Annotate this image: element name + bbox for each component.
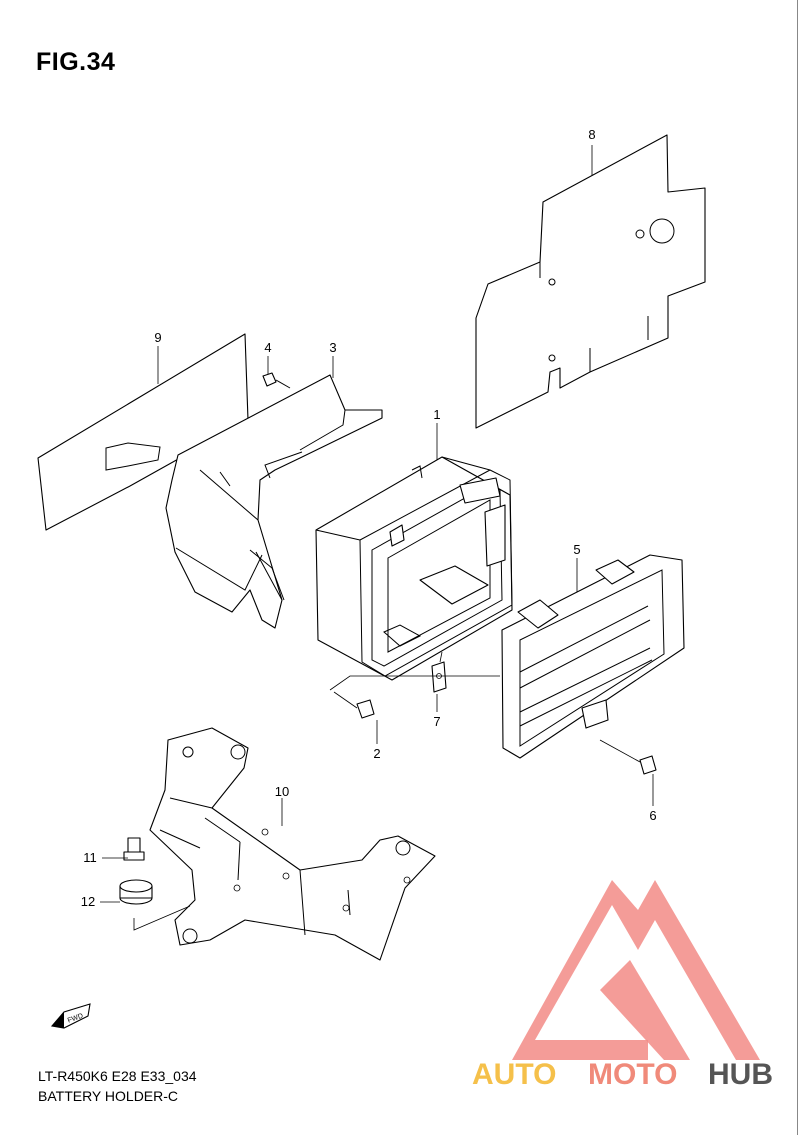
callout-11: 11 bbox=[83, 850, 97, 865]
callout-10: 10 bbox=[275, 784, 289, 799]
callout-3: 3 bbox=[329, 340, 336, 355]
part-11-bolt bbox=[123, 837, 145, 861]
part-12-cushion bbox=[119, 879, 153, 905]
figure-code: LT-R450K6 E28 E33_034 bbox=[38, 1068, 197, 1084]
callout-1: 1 bbox=[433, 407, 440, 422]
callout-labels: 8 9 4 3 1 5 7 2 6 10 11 12 bbox=[81, 127, 657, 909]
part-12-leader bbox=[133, 905, 191, 931]
figure-title: FIG.34 bbox=[36, 48, 116, 76]
watermark-word-auto: AUTO bbox=[472, 1058, 556, 1091]
callout-7: 7 bbox=[433, 714, 440, 729]
callout-4: 4 bbox=[264, 340, 271, 355]
part-10-bracket bbox=[149, 727, 436, 961]
watermark-word-moto: MOTO bbox=[588, 1058, 677, 1091]
watermark-triangle-logo bbox=[512, 880, 760, 1060]
part-6-bolt bbox=[599, 739, 657, 775]
part-7-clip bbox=[431, 651, 447, 693]
fwd-arrow-icon: FWD bbox=[50, 1003, 91, 1029]
part-1-battery-box bbox=[315, 456, 513, 681]
callout-2: 2 bbox=[373, 746, 380, 761]
part-4-screw bbox=[262, 372, 291, 389]
automotohub-watermark: AUTO MOTO HUB bbox=[472, 880, 773, 1091]
callout-5: 5 bbox=[573, 542, 580, 557]
figure-name: BATTERY HOLDER-C bbox=[38, 1088, 179, 1104]
callout-9: 9 bbox=[154, 330, 161, 345]
callout-8: 8 bbox=[588, 127, 595, 142]
part-3-cover bbox=[165, 374, 383, 629]
right-border bbox=[797, 0, 798, 1135]
callout-leaders bbox=[100, 145, 654, 903]
callout-6: 6 bbox=[649, 808, 656, 823]
part-5-lid bbox=[501, 554, 685, 759]
watermark-word-hub: HUB bbox=[708, 1058, 773, 1091]
part-8-sheet bbox=[475, 134, 706, 429]
watermark-triangle-inner bbox=[600, 960, 690, 1060]
part-2-bolt bbox=[329, 675, 500, 719]
callout-12: 12 bbox=[81, 894, 95, 909]
